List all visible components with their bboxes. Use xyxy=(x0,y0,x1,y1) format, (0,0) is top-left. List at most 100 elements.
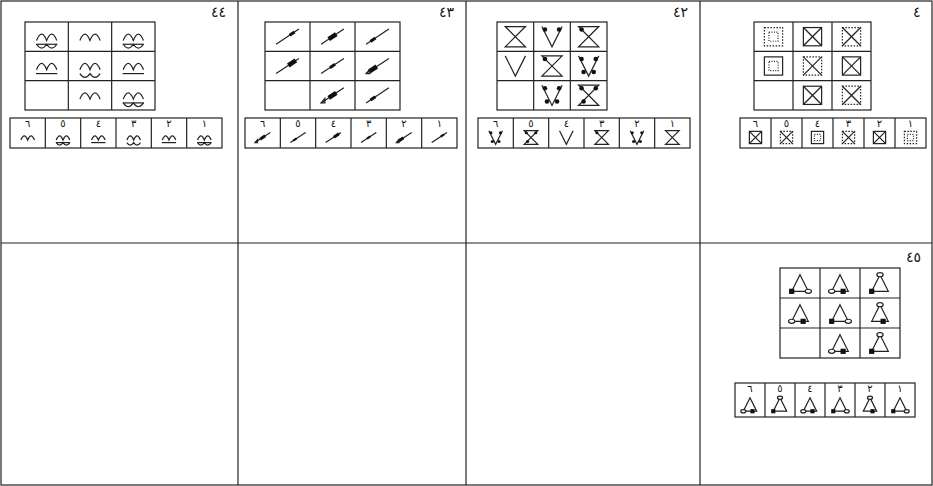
option-number: ١ xyxy=(436,119,443,129)
figure-stroke xyxy=(542,85,562,105)
figure-stroke xyxy=(769,32,778,41)
figure-block xyxy=(327,32,337,41)
figure-stroke xyxy=(832,275,849,292)
figure xyxy=(780,131,792,143)
figure-dot xyxy=(525,131,528,134)
figure xyxy=(801,398,817,414)
figure xyxy=(361,132,376,142)
figure-stroke xyxy=(366,88,389,103)
options-grid xyxy=(548,118,549,148)
figure-stroke xyxy=(832,335,849,352)
option-number: ٦ xyxy=(259,119,266,129)
figure-dot xyxy=(543,86,548,91)
figure-stroke xyxy=(805,289,811,293)
options-grid xyxy=(654,118,655,148)
figure-stroke xyxy=(123,63,143,69)
options-grid xyxy=(151,118,152,148)
figure-stroke xyxy=(842,57,860,75)
option-number: ١ xyxy=(907,119,914,129)
figure xyxy=(542,56,562,76)
figure xyxy=(789,275,811,294)
figure xyxy=(869,333,888,354)
figure-block xyxy=(841,289,846,294)
option-number: ٤ xyxy=(563,119,570,129)
matrix-grid xyxy=(780,327,900,328)
figure-block xyxy=(370,95,377,101)
options-frame xyxy=(735,383,915,417)
option-number: ٢ xyxy=(876,119,883,129)
figure xyxy=(489,131,503,145)
figure-dot xyxy=(498,140,501,143)
figure-block xyxy=(869,289,874,294)
figure-stroke xyxy=(37,63,57,69)
options-grid xyxy=(80,118,81,148)
figure-stroke xyxy=(803,57,821,75)
options-grid xyxy=(115,118,116,148)
figure-stroke xyxy=(803,398,816,411)
figure xyxy=(80,93,100,99)
options-grid xyxy=(770,118,771,148)
options-grid xyxy=(315,118,316,148)
figure xyxy=(811,131,823,143)
options-frame xyxy=(478,118,690,148)
figure xyxy=(764,28,782,46)
option-number: ٣ xyxy=(845,119,852,129)
figure-stroke xyxy=(123,73,144,74)
figure-block xyxy=(841,349,846,354)
figure xyxy=(904,131,916,143)
figure xyxy=(91,136,105,143)
figure-stroke xyxy=(276,58,299,73)
figure xyxy=(321,88,344,103)
figure-stroke xyxy=(36,73,57,74)
figure-stroke xyxy=(91,142,105,143)
figure-stroke xyxy=(780,131,792,143)
figure-stroke xyxy=(524,131,538,145)
figure-stroke xyxy=(123,103,143,107)
figure-stroke xyxy=(842,28,860,46)
figure-stroke xyxy=(162,136,176,140)
figure-dot xyxy=(543,27,548,32)
options-grid xyxy=(764,383,765,417)
figure-stroke xyxy=(290,132,305,142)
figure-stroke xyxy=(56,136,70,140)
figure-stroke xyxy=(764,28,782,46)
figure-stroke xyxy=(789,319,795,323)
item-number: ٤٣ xyxy=(438,5,455,19)
figure-stroke xyxy=(749,131,761,143)
options-grid xyxy=(832,118,833,148)
figure-stroke xyxy=(396,140,399,143)
figure-dot xyxy=(545,99,550,104)
figure xyxy=(579,85,599,105)
options-grid xyxy=(583,118,584,148)
figure-stroke xyxy=(842,86,860,104)
figure-stroke xyxy=(432,132,447,142)
matrix-grid xyxy=(25,80,155,81)
figure-stroke xyxy=(845,319,851,323)
figure xyxy=(326,132,341,142)
figure xyxy=(542,27,562,47)
figure-block xyxy=(750,409,754,413)
figure-block xyxy=(289,31,296,37)
figure xyxy=(432,132,447,142)
figure-stroke xyxy=(56,143,70,146)
figure-stroke xyxy=(366,58,389,73)
figure-stroke xyxy=(80,34,100,40)
figure-stroke xyxy=(321,88,344,103)
option-number: ٥ xyxy=(59,119,66,129)
matrix-grid xyxy=(265,80,400,81)
figure-block xyxy=(891,409,895,413)
figure xyxy=(276,58,299,73)
figure-dot xyxy=(543,57,548,62)
figure-stroke xyxy=(749,131,761,143)
figure xyxy=(595,131,609,145)
matrix-grid xyxy=(68,22,69,110)
figure-stroke xyxy=(801,410,806,413)
figure-dot xyxy=(579,57,584,62)
figure xyxy=(803,57,821,75)
figure xyxy=(872,303,889,324)
figure-stroke xyxy=(198,143,212,146)
figure-stroke xyxy=(123,34,143,40)
figure-stroke xyxy=(123,44,143,48)
figure-block xyxy=(801,319,806,324)
